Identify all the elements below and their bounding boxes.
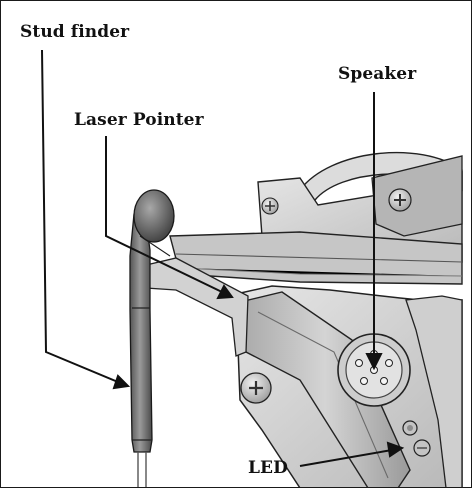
arrowhead-led xyxy=(386,441,405,458)
led-indicators xyxy=(402,420,431,457)
arrowhead-laser-pointer xyxy=(216,284,234,300)
stud-finder-probe xyxy=(129,204,153,453)
label-stud-finder: Stud finder xyxy=(20,22,130,42)
arrowhead-speaker xyxy=(365,353,383,371)
diagonal-arm xyxy=(239,291,411,488)
label-speaker: Speaker xyxy=(338,64,417,84)
leader-led xyxy=(299,449,393,467)
label-led: LED xyxy=(248,458,288,478)
rear-grip xyxy=(371,155,463,237)
arrowhead-stud-finder xyxy=(112,374,131,390)
label-laser-pointer: Laser Pointer xyxy=(74,110,204,130)
callout-leaders xyxy=(41,49,405,467)
leader-stud-finder xyxy=(41,49,119,383)
leader-laser-pointer xyxy=(105,136,223,293)
side-lever xyxy=(405,295,463,488)
laser-housing xyxy=(141,257,249,357)
probe-cap xyxy=(133,189,175,243)
